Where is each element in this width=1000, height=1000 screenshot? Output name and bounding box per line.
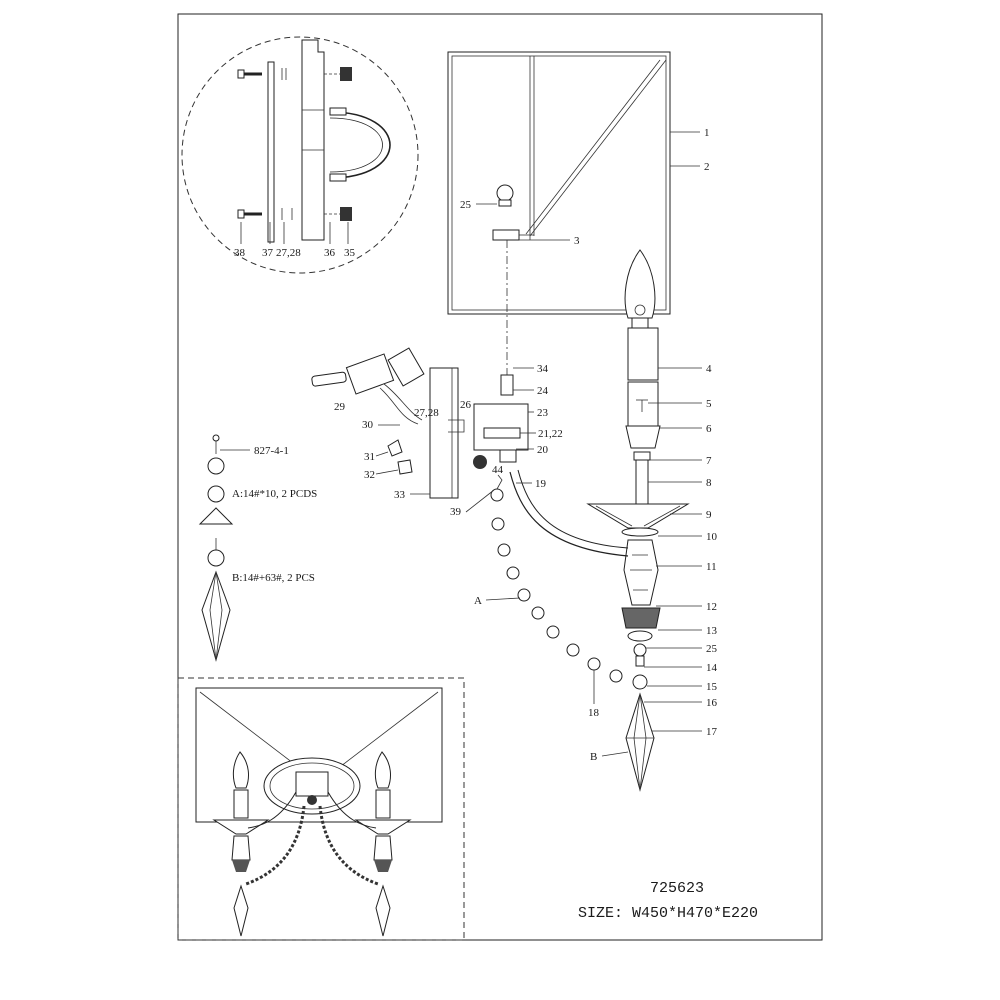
leader-32 [375, 469, 399, 475]
wall-canopy [311, 347, 529, 499]
legend-b-label: B:14#+63#, 2 PCS [232, 572, 315, 584]
callout-1: 1 [704, 127, 710, 139]
callout-12: 12 [706, 601, 717, 613]
candle-arm [509, 249, 690, 792]
leader-a [485, 597, 521, 601]
callout-34: 34 [537, 363, 549, 375]
callout-23: 23 [537, 407, 549, 419]
callout-20: 20 [537, 444, 549, 456]
callout-4: 4 [706, 363, 712, 375]
mounting-detail-circle [181, 36, 419, 274]
callout-5: 5 [706, 398, 712, 410]
callout-6: 6 [706, 423, 712, 435]
callout-13: 13 [706, 625, 718, 637]
callout-8: 8 [706, 477, 712, 489]
marker-a: A [474, 595, 482, 607]
callout-7: 7 [706, 455, 712, 467]
leader-39 [465, 489, 495, 513]
callout-21-22: 21,22 [538, 428, 563, 440]
callout-39: 39 [450, 506, 462, 518]
legend-drop-b [201, 538, 231, 662]
callout-25-shade: 25 [460, 199, 472, 211]
callout-44: 44 [492, 464, 504, 476]
leader-31 [375, 451, 389, 457]
callout-30: 30 [362, 419, 374, 431]
legend-a-label: A:14#*10, 2 PCDS [232, 488, 317, 500]
callout-2: 2 [704, 161, 710, 173]
detail-label-38: 38 [234, 247, 246, 259]
detail-label-36: 36 [324, 247, 336, 259]
callout-29: 29 [334, 401, 346, 413]
callout-32: 32 [364, 469, 375, 481]
detail-label-35: 35 [344, 247, 356, 259]
callout-11: 11 [706, 561, 717, 573]
callout-14: 14 [706, 662, 718, 674]
callout-27-28: 27,28 [414, 407, 439, 419]
lampshade [447, 51, 671, 315]
callout-17: 17 [706, 726, 718, 738]
front-view [177, 677, 465, 941]
callout-3: 3 [574, 235, 580, 247]
detail-label-27-28: 27,28 [276, 247, 301, 259]
detail-label-37: 37 [262, 247, 274, 259]
size-spec: SIZE: W450*H470*E220 [578, 905, 758, 922]
callout-10: 10 [706, 531, 718, 543]
legend-part-label: 827-4-1 [254, 445, 289, 457]
callout-33: 33 [394, 489, 406, 501]
marker-b: B [590, 751, 597, 763]
callout-25-arm: 25 [706, 643, 718, 655]
callout-19: 19 [535, 478, 547, 490]
callout-16: 16 [706, 697, 718, 709]
callout-9: 9 [706, 509, 712, 521]
legend-chain-a [198, 434, 234, 525]
model-number: 725623 [650, 880, 704, 897]
callout-15: 15 [706, 681, 718, 693]
callout-24: 24 [537, 385, 549, 397]
crystal-chain-a [490, 474, 623, 683]
callout-18: 18 [588, 707, 600, 719]
callout-31: 31 [364, 451, 375, 463]
callout-26: 26 [460, 399, 472, 411]
sheet-frame [177, 13, 823, 941]
leader-b [601, 751, 629, 757]
